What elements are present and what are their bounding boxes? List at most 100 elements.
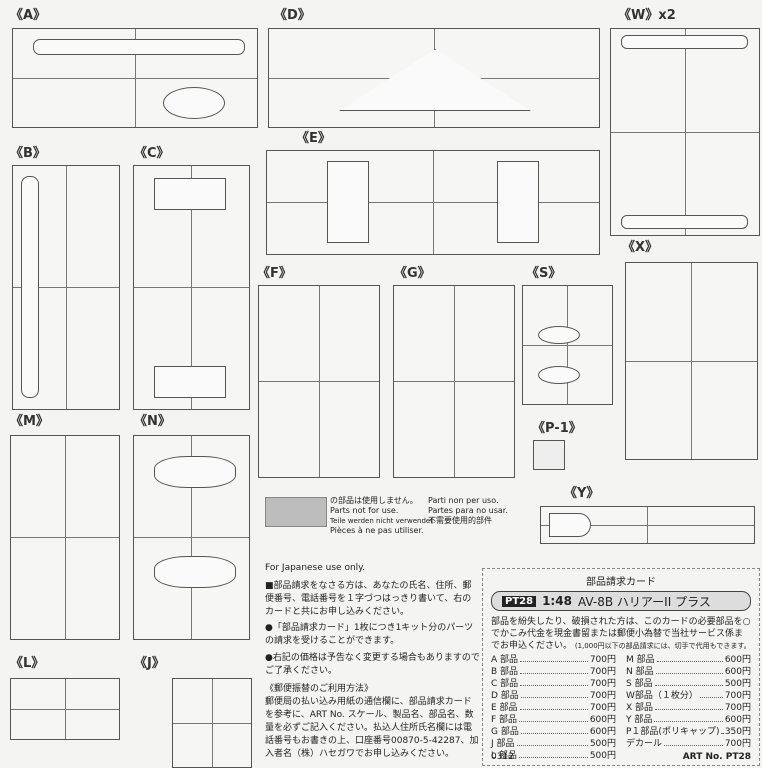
price-row: M 部品 600円 — [626, 654, 751, 666]
dot-leader — [519, 702, 588, 710]
sprue-y-label: 《Y》 — [562, 486, 602, 502]
price-row: N 部品 600円 — [626, 666, 751, 678]
part-name: N 部品 — [626, 667, 654, 677]
part-name: E 部品 — [491, 703, 518, 713]
price-row: X 部品 700円 — [626, 702, 751, 714]
sprue-p1-frame — [533, 440, 565, 470]
part-name: J 部品 — [491, 739, 515, 749]
legend-es: Partes para no usar. — [428, 506, 508, 515]
art-number: ART No. PT28 — [682, 752, 751, 762]
notice-p2: ●「部品請求カード」1枚につき1キット分のパーツの請求を受けることができます。 — [265, 623, 474, 646]
dot-leader — [655, 666, 723, 674]
sprue-j-label: 《J》 — [132, 656, 167, 672]
sprue-g-label: 《G》 — [392, 266, 433, 282]
sprue-b-label: 《B》 — [8, 146, 48, 162]
price-row: P１部品(ポリキャップ)350円 — [626, 726, 751, 738]
part-name: デカール — [626, 739, 663, 749]
part-name: A 部品 — [491, 655, 519, 665]
part-price: 600円 — [724, 655, 751, 665]
part-price: 600円 — [724, 667, 751, 677]
part-price: 500円 — [589, 739, 616, 749]
postal-title: 《郵便振替のご利用方法》 — [265, 684, 374, 694]
sprue-l-label: 《L》 — [8, 656, 47, 672]
part-price: 700円 — [589, 703, 616, 713]
product-scale: 1:48 — [542, 594, 572, 608]
part-price: 500円 — [589, 751, 616, 761]
sprue-e-frame — [266, 150, 600, 255]
part-name: F 部品 — [491, 715, 518, 725]
product-code: PT28 — [502, 595, 537, 607]
sprue-a-frame — [12, 28, 258, 128]
dot-leader — [654, 714, 723, 722]
part-name: C 部品 — [491, 679, 519, 689]
part-price: 700円 — [589, 691, 616, 701]
dot-leader — [664, 738, 723, 746]
price-row: G 部品 600円 — [491, 726, 616, 738]
notice-p1: ■部品請求をなさる方は、あなたの氏名、住所、郵便番号、電話番号を１字づつはっきり… — [265, 581, 472, 617]
sprue-l-frame — [10, 678, 120, 740]
dot-leader — [520, 726, 588, 734]
dot-leader — [516, 738, 588, 746]
sprue-s-label: 《S》 — [524, 266, 564, 282]
part-name: M 部品 — [626, 655, 655, 665]
sprue-e-label: 《E》 — [294, 131, 333, 147]
postal-body: 郵便局の払い込み用紙の通信欄に、部品請求カードを参考に、ART No. スケール… — [265, 697, 479, 759]
part-price: 600円 — [589, 727, 616, 737]
sprue-c-label: 《C》 — [132, 146, 172, 162]
dot-leader — [655, 702, 723, 710]
dot-leader — [518, 750, 588, 758]
part-price: 350円 — [724, 727, 751, 737]
dot-leader — [721, 726, 723, 734]
sprue-c-frame — [133, 165, 250, 410]
dot-leader — [654, 678, 723, 686]
sprue-j-frame — [172, 678, 252, 768]
legend-de: Teile werden nicht verwendet. — [330, 517, 436, 525]
notice-p3: ●右記の価格は予告なく変更する場合もありますのでご了承ください。 — [265, 653, 480, 676]
dot-leader — [699, 690, 723, 698]
card-title: 部品請求カード — [586, 577, 656, 588]
sprue-p1-label: 《P-1》 — [530, 421, 584, 437]
sprue-y-frame — [540, 506, 755, 544]
card-banner: PT28 1:48 AV-8B ハリアーII プラス — [491, 591, 751, 611]
price-row: D 部品 700円 — [491, 690, 616, 702]
legend-it: Parti non per uso. — [428, 496, 499, 505]
card-instructions: 部品を紛失したり、破損された方は、このカードの必要部品を○でかこみ代金を現金書留… — [491, 617, 751, 651]
sprue-w-frame — [610, 28, 760, 236]
unused-parts-swatch — [265, 497, 327, 527]
sprue-x-label: 《X》 — [620, 240, 661, 256]
sprue-m-label: 《M》 — [8, 414, 51, 430]
legend-en: Parts not for use. — [330, 506, 399, 515]
product-name: AV-8B ハリアーII プラス — [577, 594, 711, 609]
sprue-n-frame — [133, 435, 250, 640]
serial-number: 0312 — [491, 752, 514, 762]
part-name: G 部品 — [491, 727, 519, 737]
dot-leader — [656, 654, 723, 662]
part-name: B 部品 — [491, 667, 519, 677]
dot-leader — [519, 714, 588, 722]
parts-order-card: 部品請求カード PT28 1:48 AV-8B ハリアーII プラス 部品を紛失… — [482, 568, 760, 766]
sprue-f-frame — [258, 285, 380, 478]
notice-heading: For Japanese use only. — [265, 563, 366, 573]
sprue-b-frame — [12, 165, 120, 410]
part-price: 600円 — [724, 715, 751, 725]
part-name: L 部品 — [491, 751, 517, 761]
price-row: J 部品 500円 — [491, 738, 616, 750]
part-name: D 部品 — [491, 691, 519, 701]
sprue-m-frame — [10, 435, 120, 640]
dot-leader — [520, 666, 588, 674]
part-name: X 部品 — [626, 703, 654, 713]
price-row: W部品（１枚分）700円 — [626, 690, 751, 702]
dot-leader — [520, 690, 588, 698]
sprue-g-frame — [393, 285, 515, 478]
dot-leader — [520, 678, 588, 686]
part-price: 700円 — [724, 703, 751, 713]
